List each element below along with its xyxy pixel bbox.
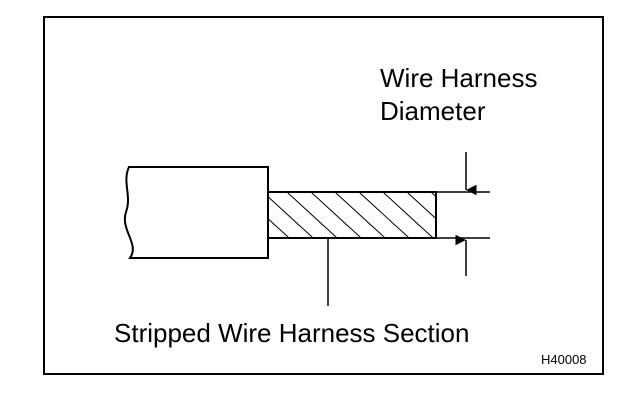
stripped-conductor	[267, 191, 437, 239]
conductor-hatching	[268, 192, 436, 238]
diameter-label: Wire Harness Diameter	[380, 62, 537, 128]
wire-insulation	[123, 166, 269, 259]
diameter-label-line2: Diameter	[380, 96, 486, 126]
diameter-label-line1: Wire Harness	[380, 63, 538, 93]
stripped-section-label: Stripped Wire Harness Section	[114, 318, 470, 348]
figure-frame	[43, 16, 604, 375]
figure-code: H40008	[541, 352, 587, 367]
